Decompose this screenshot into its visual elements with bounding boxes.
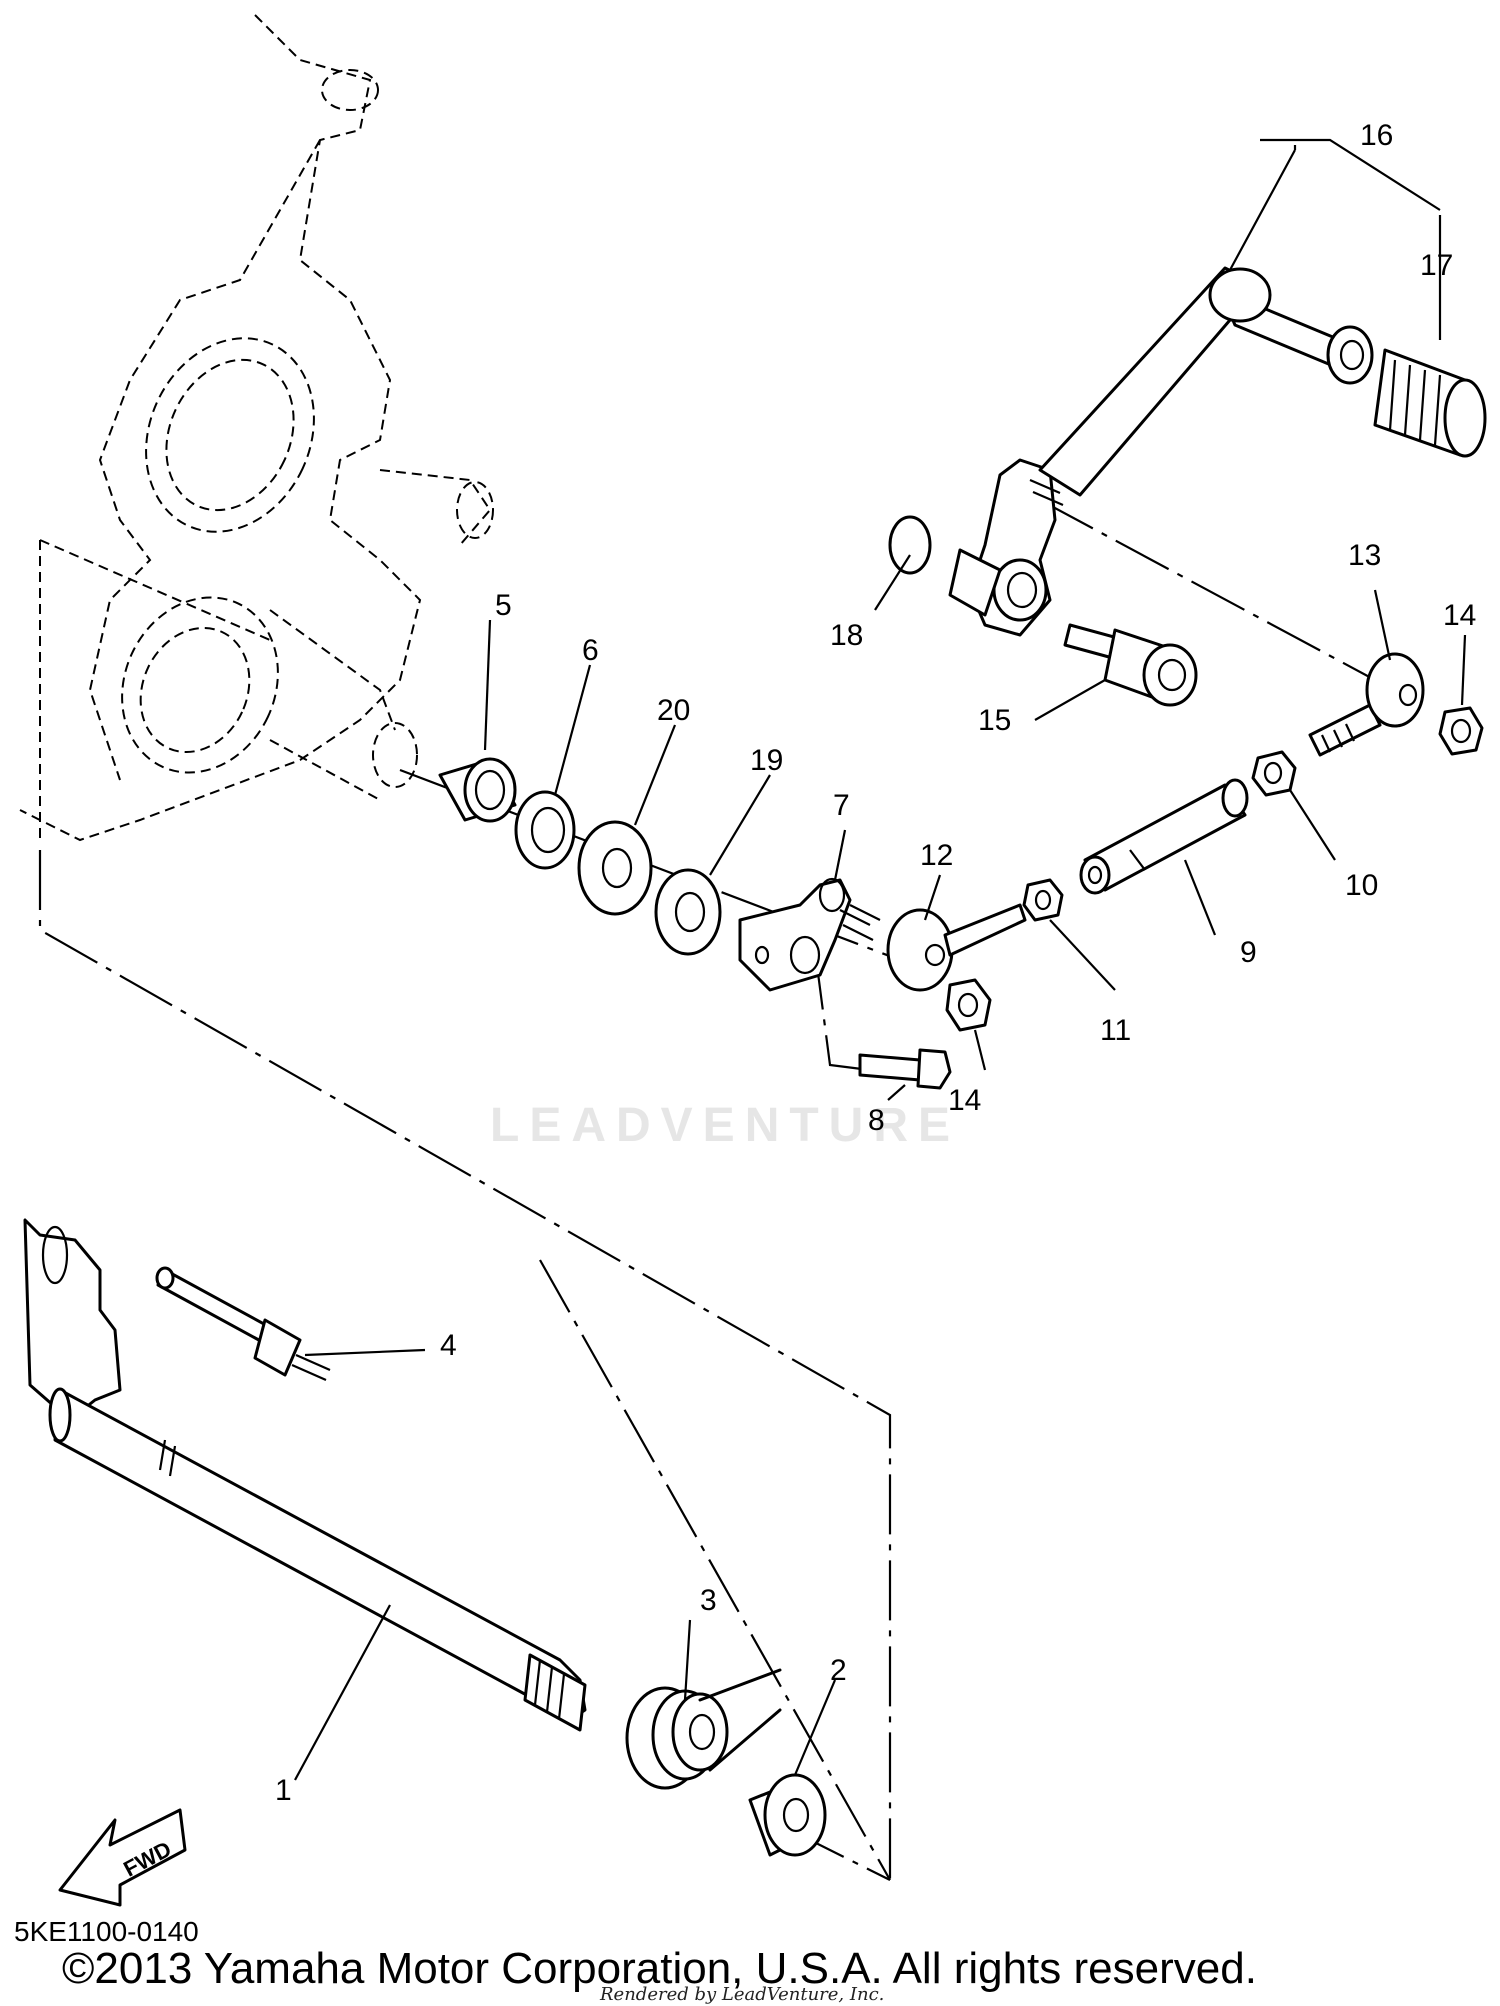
part-2-collar xyxy=(748,1773,827,1857)
part-20-washer xyxy=(577,820,653,916)
part-11-nut xyxy=(1022,878,1064,922)
callout-leader-lines xyxy=(294,138,1467,1781)
callout-labels: 1 2 3 4 5 6 7 8 9 10 11 12 13 14 14 15 1… xyxy=(275,119,1476,1807)
part-5-collar xyxy=(438,757,517,823)
part-12-rod-end xyxy=(886,903,1027,992)
leadventure-watermark: LEADVENTURE xyxy=(490,1099,961,1152)
part-7-shift-arm xyxy=(738,877,881,992)
callout-13: 13 xyxy=(1348,539,1381,572)
callout-20: 20 xyxy=(657,694,690,727)
callout-3: 3 xyxy=(700,1584,717,1617)
callout-8: 8 xyxy=(868,1104,885,1137)
part-4-stopper-bolt xyxy=(155,1266,331,1382)
part-13-rod-end xyxy=(1308,652,1425,757)
part-6-oil-seal xyxy=(514,790,576,870)
part-16-shift-pedal xyxy=(948,266,1374,637)
callout-16: 16 xyxy=(1360,119,1393,152)
part-14-nut-lower xyxy=(945,978,992,1032)
part-3-return-spring xyxy=(625,1668,782,1790)
callout-15: 15 xyxy=(978,704,1011,737)
diagram-code: 5KE1100-0140 xyxy=(14,1916,199,1947)
assembly-guide-lines xyxy=(38,499,1376,1881)
engine-case-outline xyxy=(19,14,494,842)
callout-19: 19 xyxy=(750,744,783,777)
part-19-washer xyxy=(654,868,722,956)
part-14-nut-upper xyxy=(1438,706,1484,756)
callout-2: 2 xyxy=(830,1654,847,1687)
callout-12: 12 xyxy=(920,839,953,872)
part-8-bolt xyxy=(858,1048,952,1090)
callout-1: 1 xyxy=(275,1774,292,1807)
callout-18: 18 xyxy=(830,619,863,652)
callout-17: 17 xyxy=(1420,249,1453,282)
callout-5: 5 xyxy=(495,589,512,622)
callout-11: 11 xyxy=(1100,1014,1131,1047)
part-9-shift-rod xyxy=(1079,778,1249,895)
callout-6: 6 xyxy=(582,634,599,667)
callout-9: 9 xyxy=(1240,936,1257,969)
part-1-shift-shaft xyxy=(23,1218,587,1732)
callout-7: 7 xyxy=(833,789,850,822)
callout-14b: 14 xyxy=(1443,599,1476,632)
callout-4: 4 xyxy=(440,1329,457,1362)
callout-14a: 14 xyxy=(948,1084,981,1117)
fwd-arrow-icon: FWD xyxy=(58,1808,187,1907)
part-17-pedal-rubber xyxy=(1373,348,1487,458)
part-18-washer xyxy=(888,515,932,575)
part-15-pivot-bolt xyxy=(1063,623,1198,707)
part-10-nut xyxy=(1251,750,1297,797)
callout-10: 10 xyxy=(1345,869,1378,902)
rendered-by-notice: Rendered by LeadVenture, Inc. xyxy=(600,1984,885,2005)
copyright-notice: ©2013 Yamaha Motor Corporation, U.S.A. A… xyxy=(62,1944,1257,1993)
